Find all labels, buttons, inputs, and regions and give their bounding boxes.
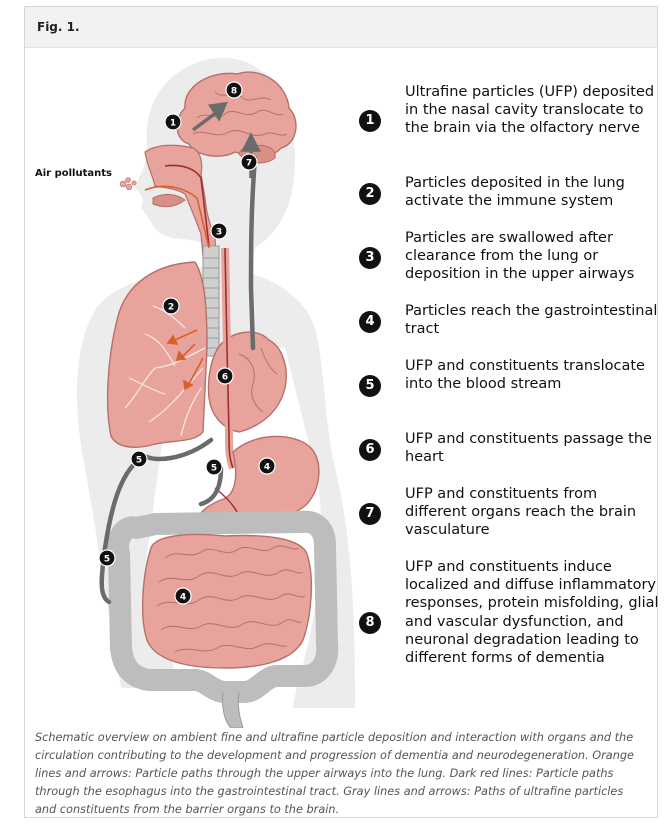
marker-8: 8 <box>226 82 242 98</box>
legend-number: 2 <box>359 183 381 205</box>
legend-text: UFP and constituents translocate into th… <box>405 357 659 393</box>
legend-text: Particles deposited in the lung activate… <box>405 174 659 210</box>
legend-number: 4 <box>359 311 381 333</box>
svg-text:5: 5 <box>211 464 217 474</box>
svg-text:7: 7 <box>246 159 252 169</box>
small-intestine <box>143 535 312 669</box>
marker-5-stomach: 5 <box>206 459 222 475</box>
svg-text:6: 6 <box>222 373 228 383</box>
legend-number: 1 <box>359 110 381 132</box>
svg-text:5: 5 <box>104 555 110 565</box>
marker-6: 6 <box>217 368 233 384</box>
legend-number: 3 <box>359 247 381 269</box>
pollutant-puff-icon <box>120 178 136 190</box>
legend-number: 8 <box>359 612 381 634</box>
marker-4-stomach: 4 <box>259 458 275 474</box>
svg-text:5: 5 <box>136 456 142 466</box>
svg-text:4: 4 <box>180 593 186 603</box>
svg-text:2: 2 <box>168 303 174 313</box>
legend-number: 5 <box>359 375 381 397</box>
legend-text: UFP and constituents from different orga… <box>405 485 659 540</box>
marker-5-lung: 5 <box>131 451 147 467</box>
air-pollutants-label: Air pollutants <box>35 168 112 179</box>
marker-5-intestine: 5 <box>99 550 115 566</box>
figure-artwork: 1 8 7 3 2 6 5 5 4 5 4 Air pollutants 1 U… <box>25 48 659 728</box>
marker-7: 7 <box>241 154 257 170</box>
legend-number: 7 <box>359 503 381 525</box>
figure-header: Fig. 1. <box>25 7 657 48</box>
svg-text:4: 4 <box>264 463 270 473</box>
marker-4-intestine: 4 <box>175 588 191 604</box>
legend-text: Particles are swallowed after clearance … <box>405 229 659 284</box>
svg-text:1: 1 <box>170 119 176 129</box>
legend-text: UFP and constituents passage the heart <box>405 430 659 466</box>
svg-text:3: 3 <box>216 228 222 238</box>
svg-text:8: 8 <box>231 87 237 97</box>
legend-text: UFP and constituents induce localized an… <box>405 558 659 667</box>
legend-number: 6 <box>359 439 381 461</box>
figure-label: Fig. 1. <box>37 20 80 34</box>
marker-1: 1 <box>165 114 181 130</box>
marker-3: 3 <box>211 223 227 239</box>
legend-text: Ultrafine particles (UFP) deposited in t… <box>405 83 659 138</box>
marker-2: 2 <box>163 298 179 314</box>
figure-panel: Fig. 1. <box>24 6 658 818</box>
figure-caption: Schematic overview on ambient fine and u… <box>35 729 647 819</box>
legend-text: Particles reach the gastrointestinal tra… <box>405 302 659 338</box>
